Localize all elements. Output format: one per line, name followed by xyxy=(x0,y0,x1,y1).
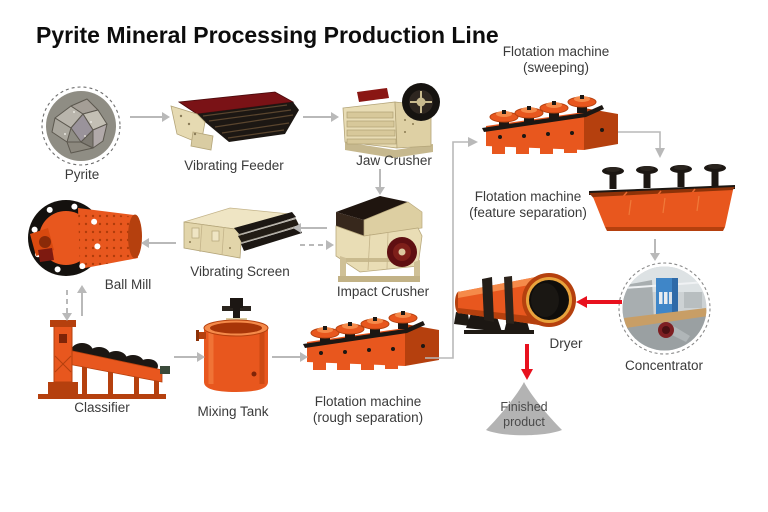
node-pyrite xyxy=(41,86,121,166)
vibrating-screen-label: Vibrating Screen xyxy=(190,264,290,279)
finished-product-pile-illustration xyxy=(486,382,562,436)
node-finished-product: Finished product xyxy=(482,380,566,438)
flotation-machine-sweeping-illustration xyxy=(482,95,618,154)
ball-mill-label: Ball Mill xyxy=(104,277,152,292)
arrow-concentrator-to-dryer-red xyxy=(586,300,622,304)
arrow-classifier-to-mixing-tank xyxy=(174,356,198,358)
dryer-label: Dryer xyxy=(549,336,583,351)
arrow-flotation-feature-to-concentrator xyxy=(654,239,656,254)
node-classifier xyxy=(24,320,176,404)
node-flotation-rough xyxy=(303,308,443,374)
concentrator-illustration xyxy=(618,262,711,355)
impact-crusher-label: Impact Crusher xyxy=(336,284,430,299)
mixing-tank-illustration xyxy=(196,298,269,392)
flotation-machine-feature-illustration xyxy=(589,164,735,231)
pyrite-label: Pyrite xyxy=(64,167,100,182)
node-mixing-tank xyxy=(196,298,276,396)
pyrite-ore-illustration xyxy=(41,86,121,166)
concentrator-label: Concentrator xyxy=(624,358,704,373)
classifier-label: Classifier xyxy=(74,400,130,415)
impact-crusher-illustration xyxy=(335,196,423,282)
connector-flotation-sweeping-to-feature xyxy=(618,131,665,158)
node-dryer xyxy=(452,268,588,338)
flotation-feature-label: Flotation machine (feature separation) xyxy=(469,189,587,220)
vibrating-feeder-label: Vibrating Feeder xyxy=(184,158,284,173)
arrow-vibrating-screen-to-impact-crusher-dashed xyxy=(300,244,327,246)
classifier-illustration xyxy=(38,320,170,399)
flotation-sweeping-label: Flotation machine (sweeping) xyxy=(502,44,610,75)
flotation-rough-label: Flotation machine (rough separation) xyxy=(312,394,424,425)
dryer-illustration xyxy=(454,273,576,334)
arrow-pyrite-to-feeder xyxy=(130,116,163,118)
node-ball-mill xyxy=(28,198,158,280)
jaw-crusher-illustration xyxy=(342,83,440,158)
mixing-tank-label: Mixing Tank xyxy=(197,404,269,419)
node-vibrating-feeder xyxy=(167,90,302,154)
ball-mill-illustration xyxy=(28,200,142,276)
arrow-mixing-tank-to-flotation-rough xyxy=(272,356,301,358)
finished-product-label: Finished product xyxy=(500,400,548,429)
node-concentrator xyxy=(618,262,711,355)
jaw-crusher-label: Jaw Crusher xyxy=(356,153,432,168)
page-title: Pyrite Mineral Processing Production Lin… xyxy=(36,22,499,48)
arrow-classifier-to-ball-mill xyxy=(81,292,83,316)
node-vibrating-screen xyxy=(178,202,303,264)
node-jaw-crusher xyxy=(335,80,453,160)
node-impact-crusher xyxy=(330,192,436,287)
node-flotation-sweeping xyxy=(482,92,622,158)
arrow-jaw-crusher-to-impact-crusher xyxy=(379,169,381,188)
node-flotation-feature xyxy=(583,163,740,235)
connector-flotation-rough-to-sweeping xyxy=(425,137,478,359)
flotation-machine-rough-illustration xyxy=(303,311,439,370)
vibrating-feeder-illustration xyxy=(170,91,299,151)
arrow-dryer-to-finished-product-red xyxy=(525,344,529,370)
vibrating-screen-illustration xyxy=(183,207,302,259)
arrow-vibrating-screen-to-ball-mill xyxy=(148,242,176,244)
arrow-feeder-to-jaw-crusher xyxy=(303,116,332,118)
arrow-ball-mill-to-classifier-dashed xyxy=(66,290,68,314)
arrow-impact-crusher-to-vibrating-screen xyxy=(300,227,327,229)
